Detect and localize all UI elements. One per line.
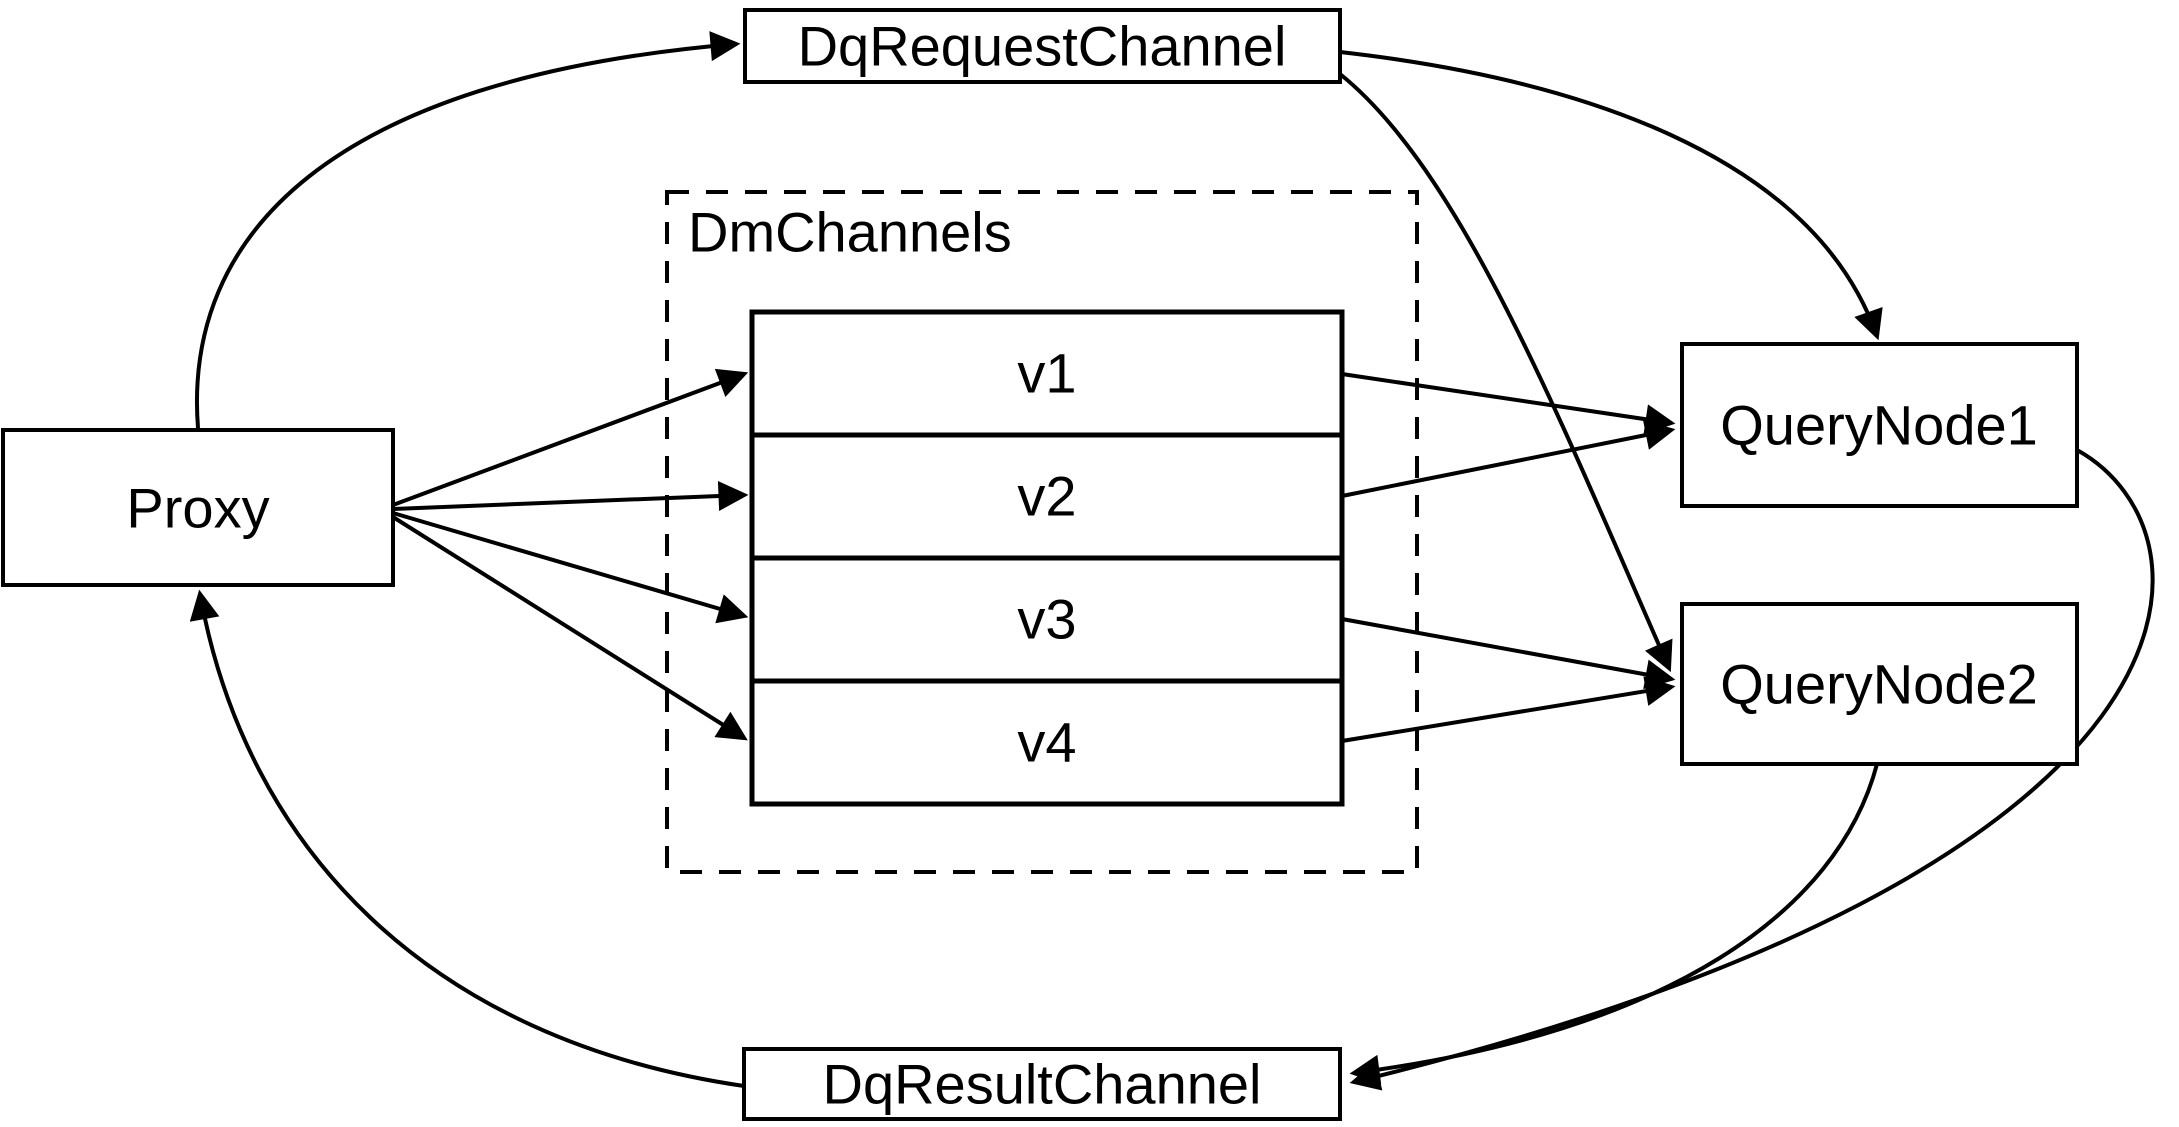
querynode1-node-box bbox=[1680, 342, 2079, 508]
edge-v1-to-querynode1 bbox=[1341, 372, 1676, 435]
edge-proxy-to-v2 bbox=[392, 481, 749, 512]
edge-proxy-to-v1 bbox=[392, 368, 749, 507]
edge-querynode2-to-dqresultchannel bbox=[1349, 763, 1879, 1085]
querynode1-node-label: QueryNode1 bbox=[1720, 394, 2038, 457]
querynode2-node-box bbox=[1680, 602, 2079, 766]
edge-dqresultchannel-to-proxy bbox=[189, 589, 745, 1088]
dqresultchannel-node-box bbox=[742, 1047, 1342, 1121]
edge-proxy-to-v4 bbox=[391, 515, 748, 741]
channel-row-v4: v4 bbox=[1017, 711, 1076, 774]
edge-proxy-to-v3 bbox=[392, 511, 749, 624]
proxy-node-box bbox=[1, 428, 395, 587]
dmchannels-group-label: DmChannels bbox=[688, 201, 1012, 264]
channel-row-v1: v1 bbox=[1017, 342, 1076, 405]
channel-row-v3: v3 bbox=[1017, 588, 1076, 651]
dqresultchannel-node-label: DqResultChannel bbox=[823, 1053, 1262, 1116]
edge-proxy-to-dqrequestchannel bbox=[195, 31, 741, 429]
edge-v4-to-querynode2 bbox=[1341, 676, 1676, 743]
querynode2-node-label: QueryNode2 bbox=[1720, 653, 2038, 716]
edge-v2-to-querynode1 bbox=[1341, 420, 1676, 498]
dqrequestchannel-node-box bbox=[743, 8, 1342, 84]
dmchannels-group-box bbox=[665, 190, 1419, 874]
edge-querynode1-to-dqresultchannel bbox=[1349, 448, 2155, 1091]
proxy-node-label: Proxy bbox=[126, 477, 269, 540]
channel-row-v2: v2 bbox=[1017, 465, 1076, 528]
dqrequestchannel-node-label: DqRequestChannel bbox=[798, 15, 1287, 78]
edge-dqrequestchannel-to-querynode2 bbox=[1338, 72, 1673, 673]
edge-v3-to-querynode2 bbox=[1341, 617, 1676, 690]
edge-dqrequestchannel-to-querynode1 bbox=[1339, 50, 1883, 341]
